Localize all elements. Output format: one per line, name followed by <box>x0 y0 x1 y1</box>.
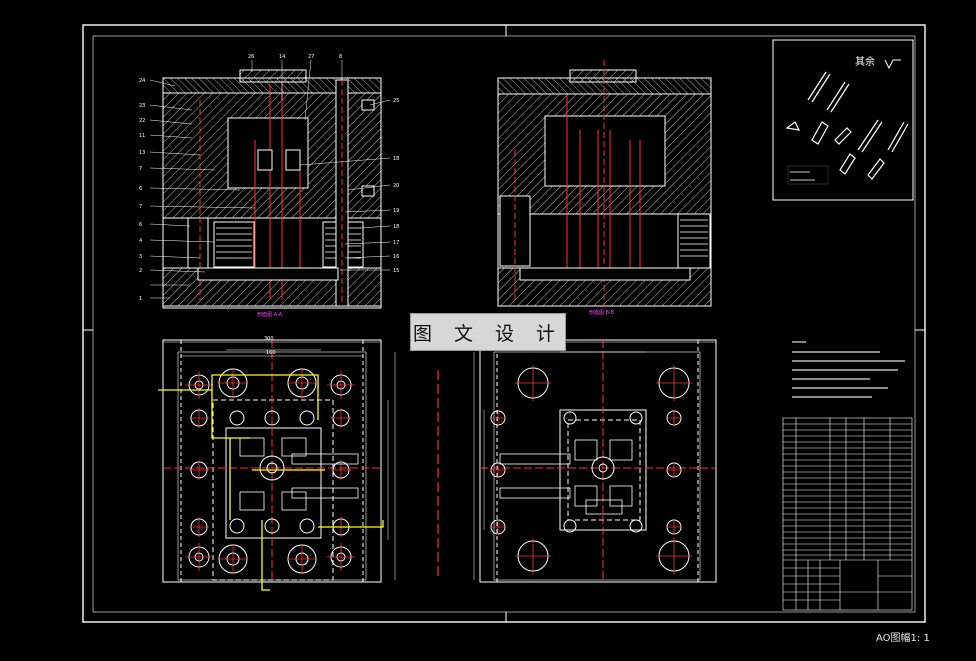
drawing-frame <box>82 24 926 623</box>
callout-right-2: 18 <box>393 156 399 162</box>
callout-left-12: 2 <box>139 268 142 274</box>
plan-view-right <box>473 339 717 583</box>
callout-left-11: 3 <box>139 254 142 260</box>
callout-right-8: 15 <box>393 268 399 274</box>
callout-left-4: 11 <box>139 133 145 139</box>
callout-left-1: 24 <box>139 78 145 84</box>
callout-top-4: 8 <box>339 54 342 60</box>
technical-requirements <box>792 341 905 398</box>
callout-top-1: 26 <box>248 54 254 60</box>
callout-left-13: 1 <box>139 296 142 302</box>
callout-left-3: 22 <box>139 118 145 124</box>
plan-dim-inner: 160 <box>266 350 276 356</box>
section-a-view: 24 23 22 11 13 7 6 7 6 4 3 2 1 25 18 20 … <box>139 54 399 318</box>
callout-left-7: 6 <box>139 186 142 192</box>
callout-left-5: 13 <box>139 150 145 156</box>
watermark-stamp: 图 文 设 计 <box>410 313 566 351</box>
surface-note: 其余 <box>855 55 875 68</box>
callout-right-1: 25 <box>393 98 399 104</box>
callout-left-2: 23 <box>139 103 145 109</box>
surface-finish-box: 其余 <box>772 39 914 201</box>
section-b-label: 剖面图 B-B <box>589 309 615 316</box>
callout-left-10: 4 <box>139 238 142 244</box>
section-b-view: 剖面图 B-B <box>497 60 712 316</box>
callout-left-8: 7 <box>139 204 142 210</box>
section-a-label: 剖面图 A-A <box>257 311 283 318</box>
callout-right-6: 17 <box>393 240 399 246</box>
scale-label: AO图幅1: 1 <box>876 633 930 644</box>
callout-top-3: 27 <box>308 54 314 60</box>
callout-right-3: 20 <box>393 183 399 189</box>
callout-right-7: 16 <box>393 254 399 260</box>
callout-right-5: 18 <box>393 224 399 230</box>
callout-left-9: 6 <box>139 222 142 228</box>
callout-top-2: 14 <box>279 54 285 60</box>
plan-view-left: 300 160 <box>158 336 396 591</box>
callout-right-4: 19 <box>393 208 399 214</box>
callout-left-6: 7 <box>139 166 142 172</box>
plan-dim-overall: 300 <box>264 336 274 342</box>
parts-list-table <box>782 417 913 611</box>
